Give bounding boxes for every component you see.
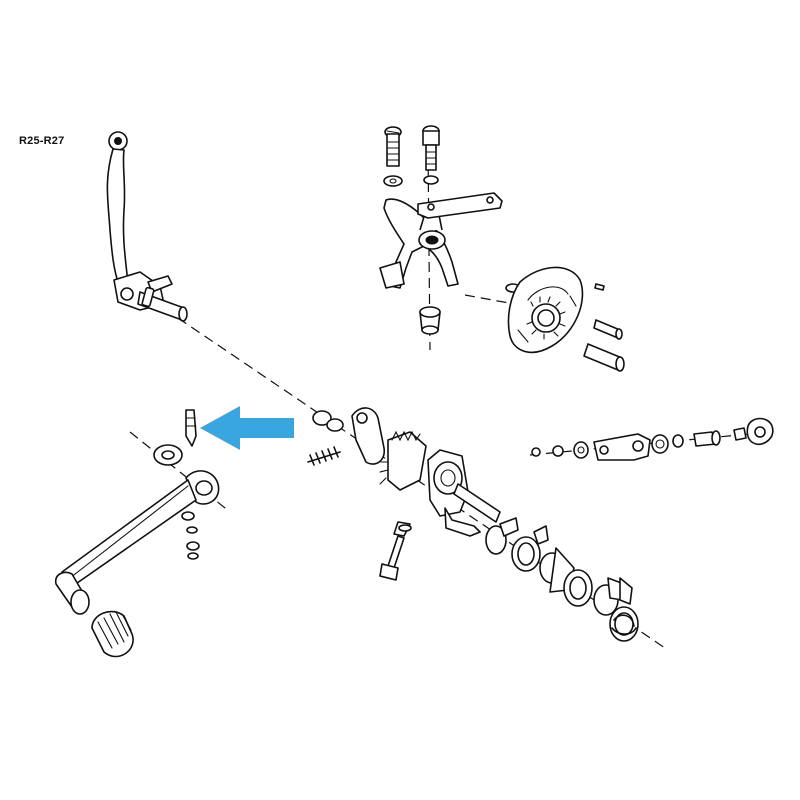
highlighted-pin <box>185 409 197 447</box>
highlight-arrow <box>200 406 294 450</box>
linkage-arm <box>531 417 774 461</box>
return-springs <box>485 517 639 642</box>
gear-shaft-assembly <box>307 407 501 581</box>
assembly-axes <box>129 149 771 649</box>
model-label: R25-R27 <box>19 135 65 147</box>
shift-fork-assembly <box>379 125 503 335</box>
kickstart-lever <box>106 131 188 322</box>
gear-shift-pedal <box>54 444 220 658</box>
selector-drum <box>505 266 625 372</box>
